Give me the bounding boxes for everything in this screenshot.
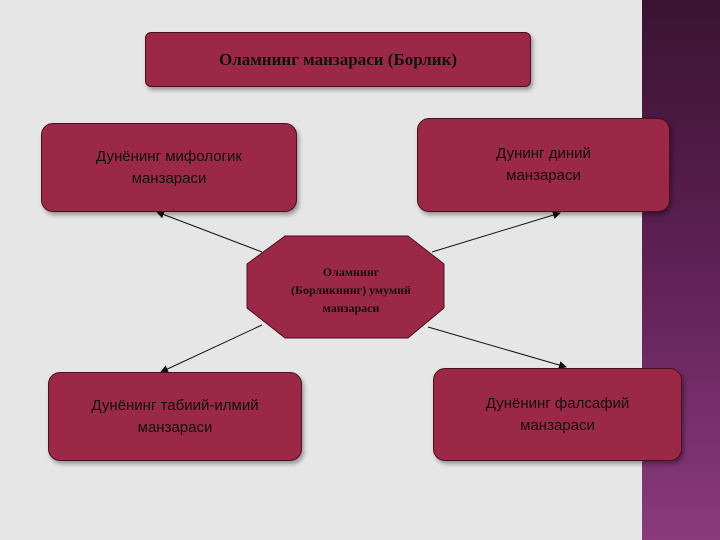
title-text: Оламнинг манзараси (Борлик): [218, 49, 458, 69]
arrow-to-religious: [431, 211, 561, 253]
arrow-to-scientific: [160, 324, 263, 373]
node-natural-scientific: Дунёнинг табиий-илмий манзараси: [48, 372, 302, 461]
arrow-to-mythological: [156, 210, 263, 253]
node-religious: Дунинг диний манзараси: [417, 118, 670, 212]
node-religious-label: Дунинг диний манзараси: [496, 145, 591, 184]
title-box: Оламнинг манзараси (Борлик): [145, 32, 531, 87]
node-philosophical-label: Дунёнинг фалсафий манзараси: [485, 394, 630, 434]
node-philosophical: Дунёнинг фалсафий манзараси: [433, 368, 682, 461]
center-node-label: Оламнинг (Борликнинг) умумий манзараси: [291, 265, 411, 315]
node-mythological: Дунёнинг мифологик манзараси: [41, 123, 297, 212]
center-octagon: [246, 235, 445, 339]
node-mythological-label: Дунёнинг мифологик манзараси: [96, 147, 242, 187]
node-natural-scientific-label: Дунёнинг табиий-илмий манзараси: [91, 396, 259, 436]
arrow-to-philosophical: [427, 326, 567, 369]
